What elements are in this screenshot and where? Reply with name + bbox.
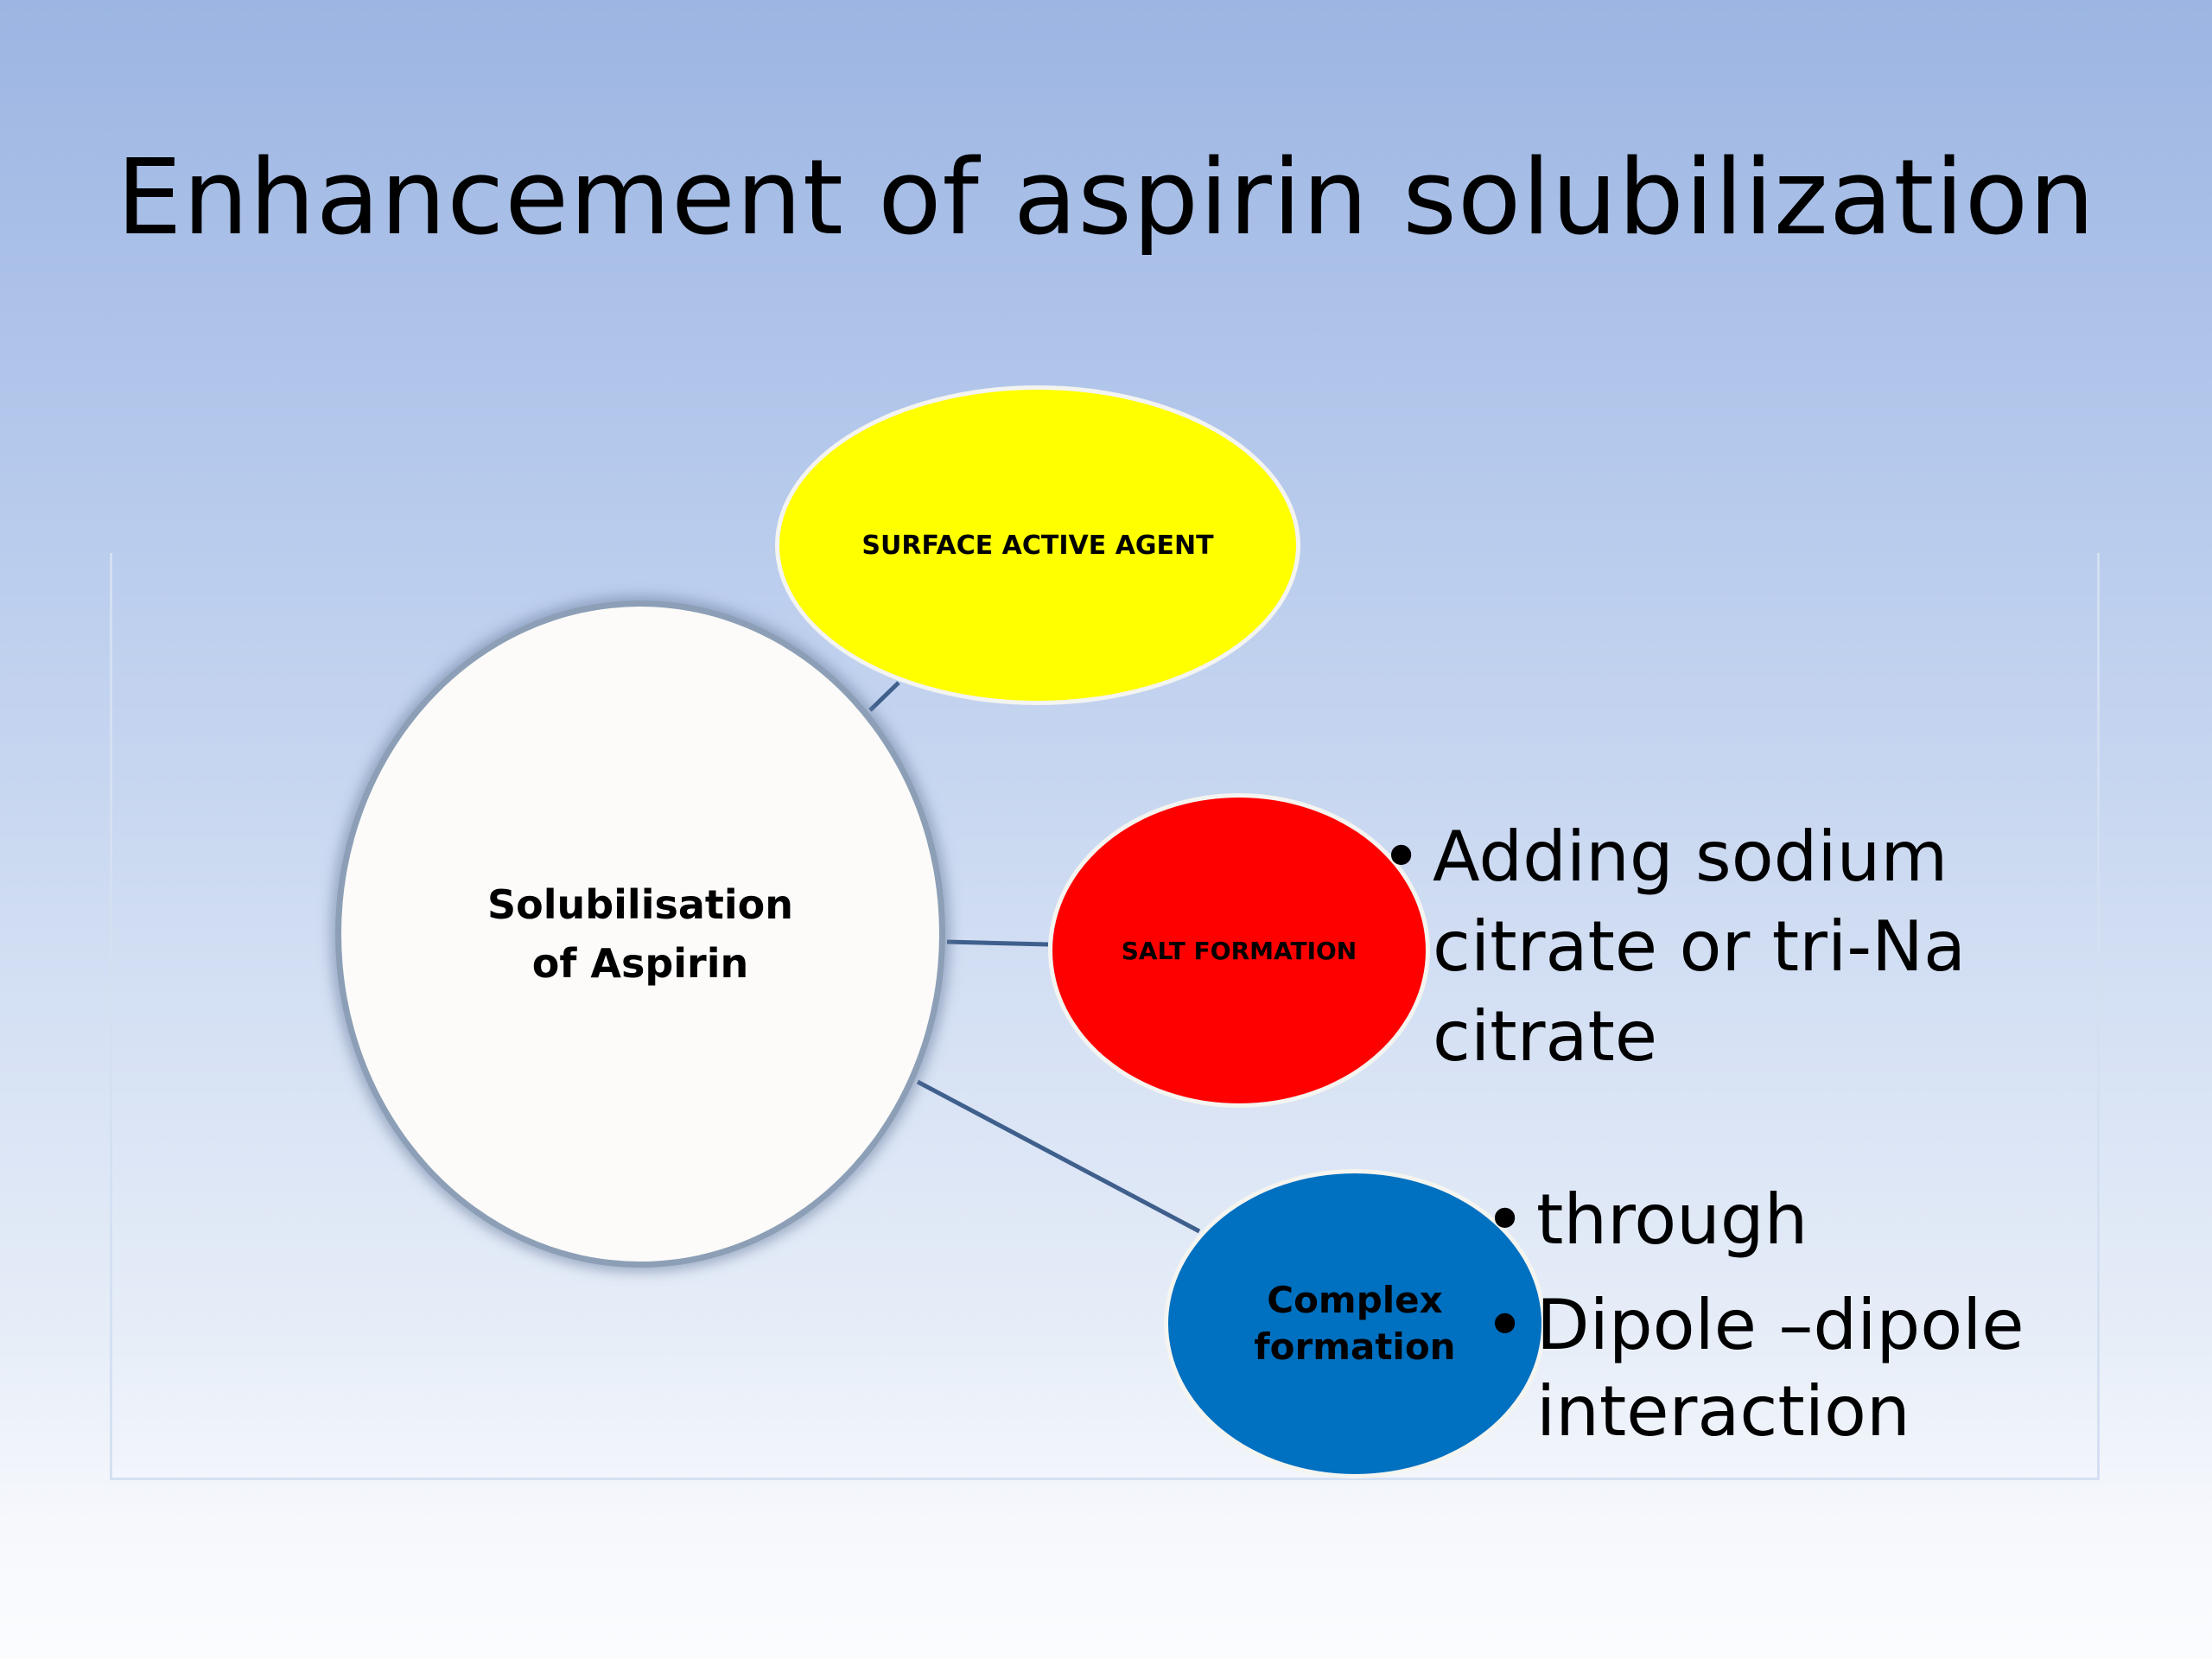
center-node-solubilisation: Solubilisation of Aspirin (335, 601, 945, 1268)
branch-node-complex-formation-label-line2: formation (1254, 1325, 1456, 1368)
bullet-item: • Adding sodium citrate or tri-Na citrat… (1381, 812, 2003, 1082)
complex-formation-bullet-list: • through • Dipole –dipole interaction (1484, 1177, 2107, 1474)
bullet-text: Dipole –dipole interaction (1536, 1285, 2024, 1452)
slide-title: Enhancement of aspirin solubilization (116, 138, 2096, 258)
connector-salt-formation (946, 939, 1049, 947)
bullet-dot-icon: • (1484, 1285, 1526, 1365)
bullet-dot-icon: • (1381, 817, 1422, 897)
bullet-text: Adding sodium citrate or tri-Na citrate (1433, 817, 1966, 1077)
branch-node-complex-formation: Complex formation (1164, 1169, 1546, 1478)
branch-node-surface-active-agent: SURFACE ACTIVE AGENT (775, 385, 1300, 705)
center-node-label-line1: Solubilisation (486, 881, 793, 928)
bullet-item: • Dipole –dipole interaction (1484, 1282, 2107, 1455)
bullet-item: • through (1484, 1177, 2107, 1263)
connector-surface-active-agent (868, 681, 900, 712)
salt-formation-bullet-list: • Adding sodium citrate or tri-Na citrat… (1381, 812, 2003, 1082)
connector-complex-formation (916, 1079, 1201, 1234)
branch-node-surface-active-agent-label: SURFACE ACTIVE AGENT (861, 530, 1214, 561)
branch-node-complex-formation-label-line1: Complex (1267, 1279, 1443, 1321)
branch-node-salt-formation: SALT FORMATION (1048, 793, 1430, 1108)
bullet-text: through (1536, 1179, 1808, 1260)
branch-node-salt-formation-label: SALT FORMATION (1121, 936, 1357, 965)
diagram-frame (110, 553, 2100, 1480)
bullet-dot-icon: • (1484, 1179, 1526, 1260)
center-node-label-line2: of Aspirin (531, 940, 749, 987)
